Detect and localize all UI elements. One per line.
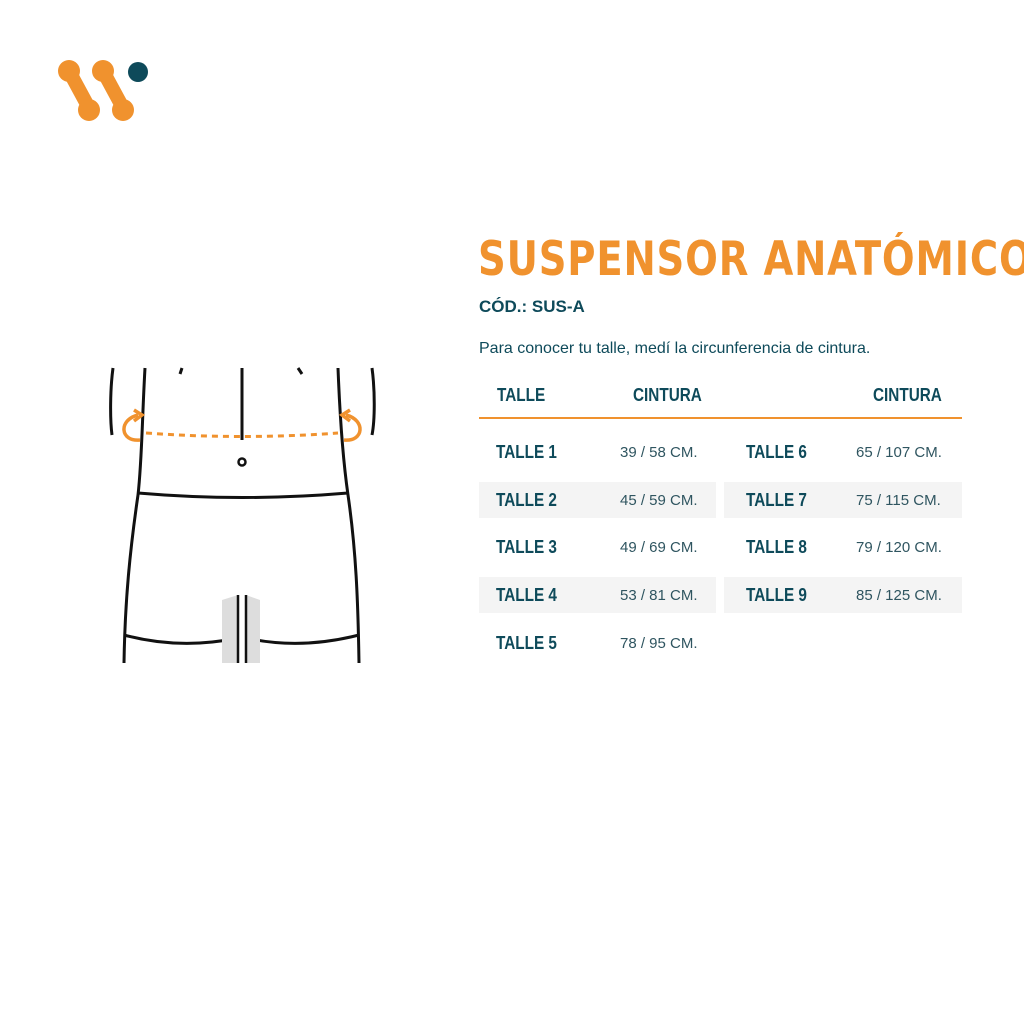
waist-value: 79 / 120 CM.: [856, 539, 942, 556]
size-label: TALLE 1: [496, 442, 557, 462]
size-label: TALLE 9: [746, 585, 807, 605]
size-label: TALLE 6: [746, 442, 807, 462]
sizing-instructions: Para conocer tu talle, medí la circunfer…: [479, 340, 871, 357]
size-row: TALLE 5 78 / 95 CM.: [479, 625, 716, 661]
header-waist-right: CINTURA: [873, 385, 942, 405]
size-row: TALLE 8 79 / 120 CM.: [724, 529, 962, 565]
size-row: TALLE 6 65 / 107 CM.: [724, 434, 962, 470]
waist-value: 39 / 58 CM.: [620, 444, 698, 461]
size-row: TALLE 2 45 / 59 CM.: [479, 482, 716, 518]
size-label: TALLE 3: [496, 537, 557, 557]
size-row: TALLE 4 53 / 81 CM.: [479, 577, 716, 613]
waist-value: 53 / 81 CM.: [620, 587, 698, 604]
size-row: TALLE 3 49 / 69 CM.: [479, 529, 716, 565]
waist-value: 65 / 107 CM.: [856, 444, 942, 461]
size-row: TALLE 9 85 / 125 CM.: [724, 577, 962, 613]
size-row: TALLE 1 39 / 58 CM.: [479, 434, 716, 470]
size-label: TALLE 7: [746, 490, 807, 510]
waist-measurement-illustration: [109, 367, 376, 664]
size-label: TALLE 8: [746, 537, 807, 557]
waist-value: 49 / 69 CM.: [620, 539, 698, 556]
brand-logo: [58, 60, 148, 121]
waist-value: 45 / 59 CM.: [620, 492, 698, 509]
size-label: TALLE 5: [496, 633, 557, 653]
size-row: TALLE 7 75 / 115 CM.: [724, 482, 962, 518]
size-label: TALLE 2: [496, 490, 557, 510]
header-waist-left: CINTURA: [633, 385, 702, 405]
waist-value: 75 / 115 CM.: [856, 492, 941, 509]
waist-value: 85 / 125 CM.: [856, 587, 942, 604]
size-label: TALLE 4: [496, 585, 557, 605]
header-divider: [479, 417, 962, 419]
product-code: CÓD.: SUS-A: [479, 297, 585, 316]
waist-value: 78 / 95 CM.: [620, 635, 698, 652]
header-size: TALLE: [497, 385, 546, 405]
product-title: SUSPENSOR ANATÓMICO: [478, 232, 1024, 287]
